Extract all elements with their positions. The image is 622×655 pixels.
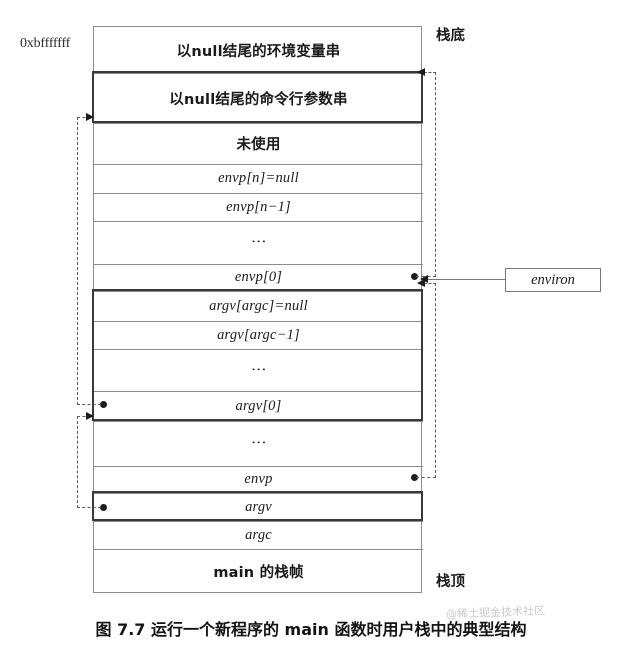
connector-argv0-v [77,117,78,405]
stack-row-envp: envp [244,471,273,487]
stack-row-argv-0: argv[0] [235,397,282,414]
stack-row-envp-n-null: envp[n]=null [218,170,299,186]
pointer-dot-argv-0 [100,401,107,408]
address-label-top: 0xbfffffff [20,36,71,51]
connector-argv0-h-in [77,117,91,118]
stack-top-label: 栈顶 [436,574,465,590]
stack-row-main-frame: main 的栈帧 [213,565,304,581]
pointer-dot-argv [100,504,107,511]
stack-row-argv-ellipsis: ⋮ [250,361,268,379]
connector-envp0-v [435,72,436,277]
stack-row-envp-n-1: envp[n−1] [226,198,291,215]
connector-argv-v [77,416,78,508]
connector-envp-v [435,283,436,478]
pointer-dot-envp [411,474,418,481]
stack-row-argc: argc [245,526,272,543]
environ-leader-line [428,279,506,280]
connector-argv-h-in [77,416,91,417]
connector-argv0-h-out [77,404,101,405]
arrowhead-envp [417,279,425,287]
arrowhead-environ [420,275,428,283]
pointer-dot-envp-0 [411,273,418,280]
stack-row-argv: argv [245,498,272,515]
stack-row-envp-ellipsis: ⋮ [250,234,268,251]
connector-argv-h-out [77,507,101,508]
figure-caption: 图 7.7 运行一个新程序的 main 函数时用户栈中的典型结构 [95,620,527,639]
stack-row-argv-argc-null: argv[argc]=null [209,297,308,314]
stack-row-argv-strings: 以null结尾的命令行参数串 [169,91,348,108]
stack-row-env-strings: 以null结尾的环境变量串 [176,43,341,60]
stack-row-envp-0: envp[0] [234,269,283,285]
environ-label-box[interactable]: environ [505,268,601,292]
stack-row-argv-argc-1: argv[argc−1] [217,326,300,343]
connector-envp0-h-in [424,72,436,73]
environ-label-text: environ [531,271,575,288]
arrowhead-argv0 [86,113,94,121]
stack-row-frame-ellipsis: ⋮ [250,435,268,452]
arrowhead-envp0 [417,68,425,76]
user-stack-diagram: 以null结尾的环境变量串 以null结尾的命令行参数串 未使用 envp[n]… [93,26,423,593]
stack-bottom-label: 栈底 [436,28,465,44]
connector-envp-h-in [424,283,436,284]
stack-row-unused: 未使用 [236,137,281,153]
connector-envp-h-out [416,477,436,478]
arrowhead-argv [86,412,94,420]
